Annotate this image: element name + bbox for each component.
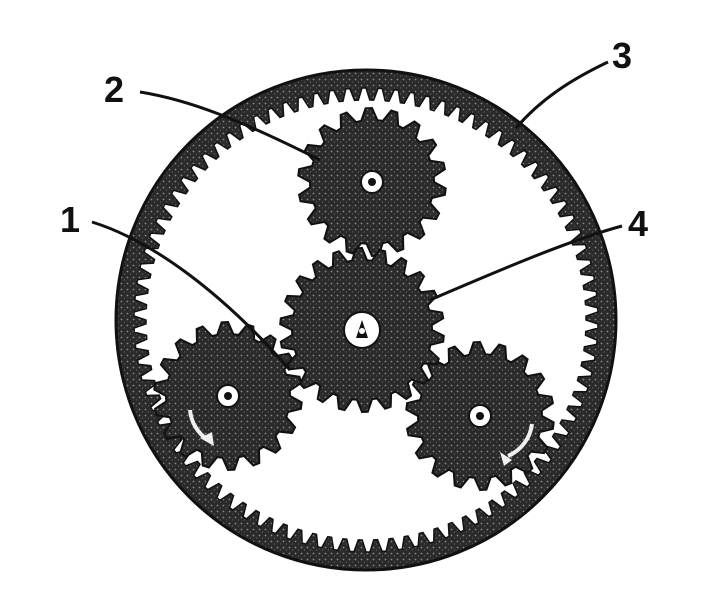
planet-gear-right-arrow-head-icon [500,452,512,466]
leader-lines [91,60,623,371]
planet-gear-top-axle [368,178,376,186]
planet-gear-right-axle [476,412,484,420]
planet-gear-left-axle [224,392,232,400]
label-4: 4 [628,203,648,244]
leader-line-1 [91,220,292,371]
sun-gear [279,246,445,414]
label-2: 2 [104,69,124,110]
leader-line-2 [139,90,321,162]
label-1: 1 [60,199,80,240]
sun-gear-center-dot [359,328,365,334]
leader-line-3 [514,60,609,129]
leader-line-4 [429,224,623,302]
planet-gear-top [297,106,447,258]
planet-gear-right [405,340,555,492]
planet-gear-right-rotation-arrow [507,423,534,458]
label-3: 3 [612,35,632,76]
planet-gear-left [153,320,303,472]
planet-gear-left-arrow-head-icon [200,432,214,446]
